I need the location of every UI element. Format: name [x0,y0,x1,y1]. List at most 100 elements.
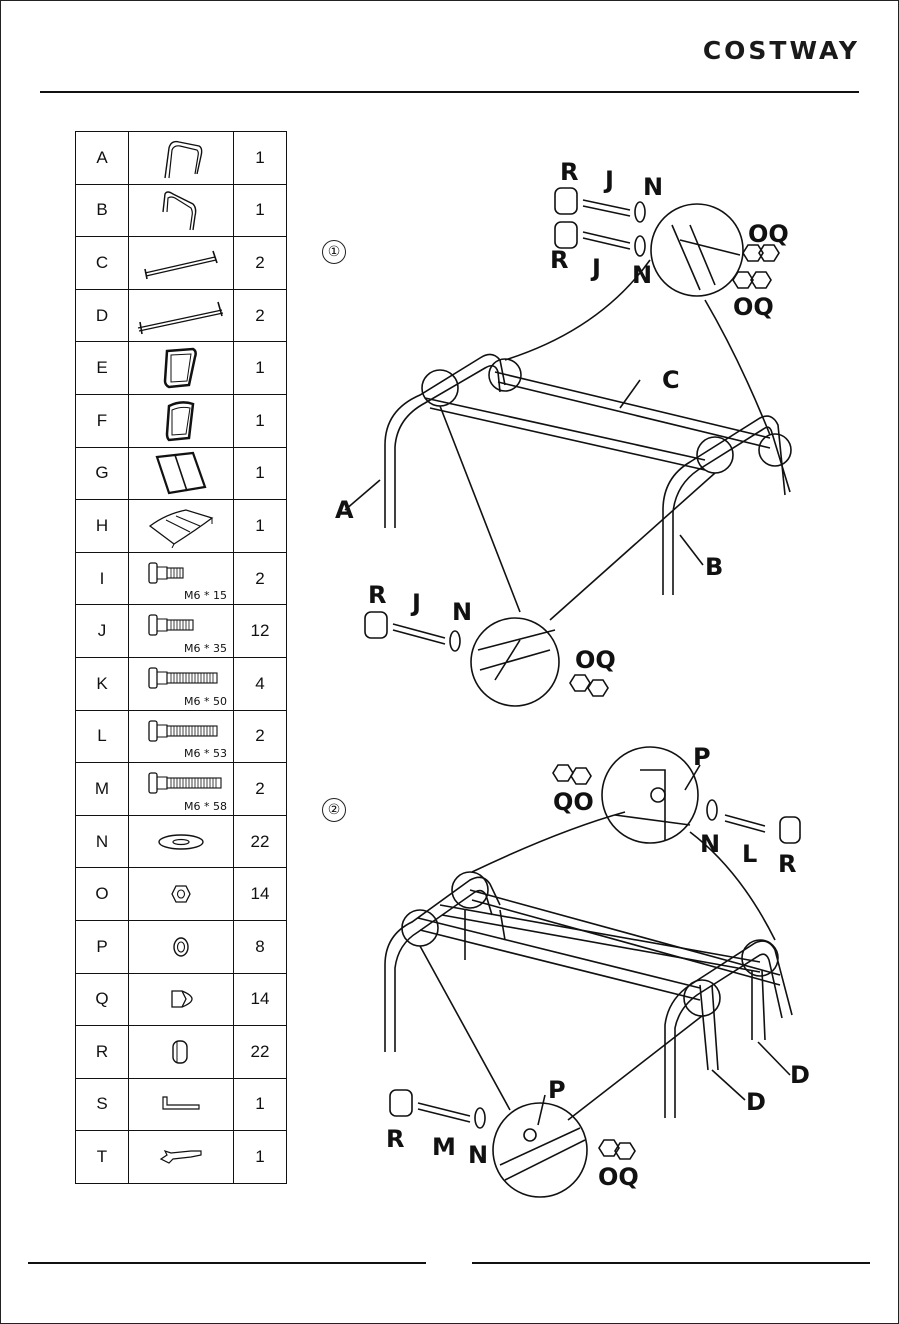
part-picture [129,132,234,185]
part-letter: S [76,1078,129,1131]
bolt-icon [145,717,221,743]
label-p-2: P [548,1076,566,1104]
part-letter: J [76,605,129,658]
part-quantity: 1 [234,394,287,447]
part-letter: C [76,237,129,290]
crossbar-c-front [425,398,705,460]
crossbar-c-back [495,372,770,438]
flat-washer-icon [129,832,233,852]
part-quantity: 2 [234,289,287,342]
part-letter: R [76,1026,129,1079]
part-picture [129,1078,234,1131]
step-1-diagram: R J N R J N OQ OQ C A B R J N OQ [335,158,791,706]
part-letter: B [76,184,129,237]
footer-rule-right [472,1262,870,1264]
part-letter: E [76,342,129,395]
seat-frame-b-icon [129,188,233,232]
label-n-1: N [643,173,663,201]
short-crossbar-icon [129,243,233,283]
part-quantity: 1 [234,184,287,237]
label-oq-1: OQ [748,220,789,248]
part-picture: M6 * 15 [129,552,234,605]
bolt-size-label: M6 * 53 [184,747,227,760]
label-r-3: R [368,581,386,609]
parts-row: O 14 [76,868,287,921]
part-letter: O [76,868,129,921]
part-quantity: 8 [234,920,287,973]
label-oq-2: OQ [733,293,774,321]
part-letter: D [76,289,129,342]
part-quantity: 1 [234,500,287,553]
bolt-icon [145,611,197,637]
part-picture [129,815,234,868]
part-picture [129,1131,234,1184]
part-picture: M6 * 50 [129,657,234,710]
part-quantity: 1 [234,132,287,185]
label-b: B [705,553,723,581]
assembly-diagram: R J N R J N OQ OQ C A B R J N OQ [300,140,860,1200]
part-letter: I [76,552,129,605]
part-picture [129,184,234,237]
part-letter: H [76,500,129,553]
side-frame-e-icon [129,345,233,391]
label-n-2: N [632,261,652,289]
end-cap-icon [129,1038,233,1066]
cap-nut-icon [129,987,233,1011]
label-a: A [335,496,354,524]
part-picture: M6 * 35 [129,605,234,658]
part-quantity: 1 [234,342,287,395]
part-quantity: 1 [234,1131,287,1184]
hex-nut-icon [129,884,233,904]
part-quantity: 14 [234,868,287,921]
part-picture: M6 * 58 [129,763,234,816]
label-n-5: N [468,1141,488,1169]
label-qo: QO [553,788,594,816]
bolt-size-label: M6 * 35 [184,642,227,655]
label-c: C [662,366,680,394]
part-picture [129,1026,234,1079]
part-quantity: 4 [234,657,287,710]
part-picture [129,920,234,973]
label-n-3: N [452,598,472,626]
part-picture [129,973,234,1026]
label-m: M [432,1133,456,1161]
part-letter: P [76,920,129,973]
part-picture [129,237,234,290]
label-j-1: J [603,166,614,194]
part-quantity: 2 [234,710,287,763]
header-rule [40,91,859,93]
part-picture [129,868,234,921]
label-oq-4: OQ [598,1163,639,1191]
bolt-icon [145,769,225,795]
part-quantity: 1 [234,1078,287,1131]
part-letter: L [76,710,129,763]
part-letter: T [76,1131,129,1184]
spacer-ring-icon [129,936,233,958]
label-d-2: D [746,1088,766,1116]
label-r-2: R [550,246,568,274]
bolt-icon [145,559,187,585]
label-r-4: R [778,850,796,878]
part-letter: Q [76,973,129,1026]
label-r-5: R [386,1125,404,1153]
seat-frame-a-icon [129,136,233,180]
part-picture [129,500,234,553]
label-oq-3: OQ [575,646,616,674]
part-letter: M [76,763,129,816]
part-quantity: 2 [234,763,287,816]
